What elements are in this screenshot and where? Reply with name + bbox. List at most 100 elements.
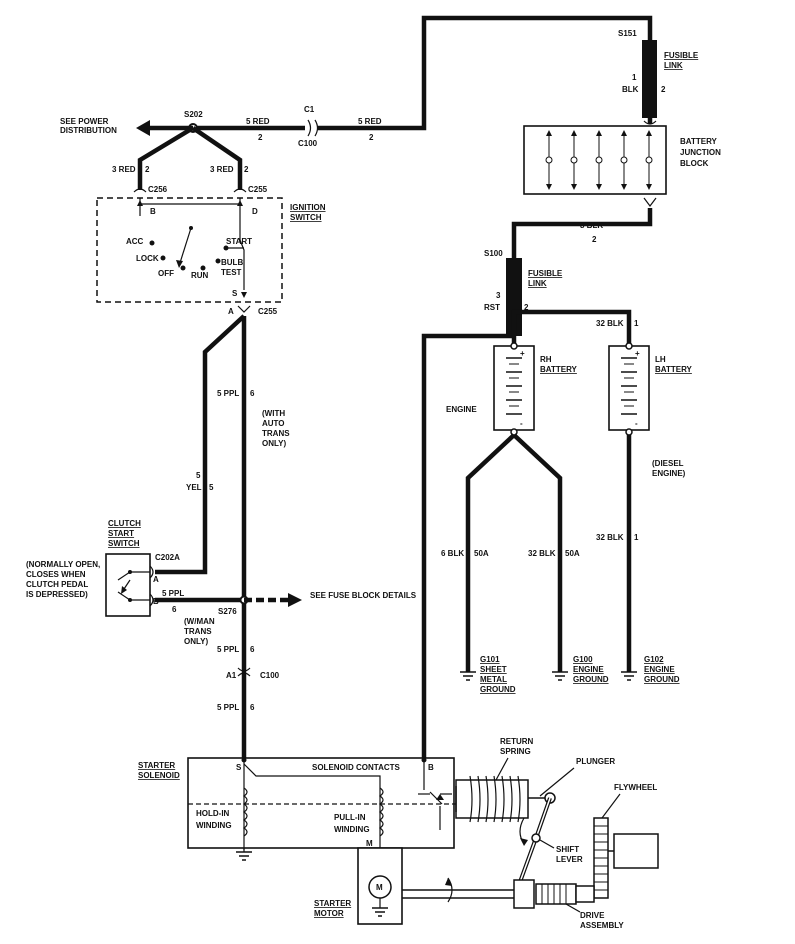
ign-left-circuit: 2 [145, 165, 150, 174]
s276-label: S276 [218, 607, 237, 616]
clutch-title-3: SWITCH [108, 539, 140, 548]
s151-label: S151 [618, 29, 637, 38]
g6blk-circuit: 50A [474, 549, 489, 558]
ign-right-gauge: 3 RED [210, 165, 234, 174]
rh-minus: - [520, 419, 523, 428]
glh-circuit: 1 [634, 533, 639, 542]
g100-3: GROUND [573, 675, 609, 684]
g101-3: METAL [480, 675, 507, 684]
solenoid-contacts-label: SOLENOID CONTACTS [312, 763, 401, 772]
ign-left-gauge: 3 RED [112, 165, 136, 174]
lh-minus: - [635, 419, 638, 428]
fuse-arrow-label: SEE FUSE BLOCK DETAILS [310, 591, 417, 600]
wire-top-right-gauge: 5 RED [358, 117, 382, 126]
clutch-term-a: A [153, 575, 159, 584]
wire-8blk-gauge: 8 BLK [580, 221, 603, 230]
clutch-title-2: START [108, 529, 134, 538]
ign-pos-off: OFF [158, 269, 174, 278]
s100-label: S100 [484, 249, 503, 258]
ground-wires: 6 BLK 50A 32 BLK 50A 32 BLK 1 G101 SHEET… [441, 433, 680, 694]
ign-title-2: SWITCH [290, 213, 322, 222]
splice-s202: S202 SEE POWER DISTRIBUTION [60, 110, 203, 136]
g100-1: G100 [573, 655, 593, 664]
auto-note-1: (WITH [262, 409, 285, 418]
s202-label: S202 [184, 110, 203, 119]
ign-pos-start: START [226, 237, 252, 246]
ppl-upper-circuit: 6 [250, 389, 255, 398]
connector-c100: C100 [260, 671, 280, 680]
wire-top-left-gauge: 5 RED [246, 117, 270, 126]
drive-assembly-1: DRIVE [580, 911, 605, 920]
c1-connector-symbol [307, 119, 319, 137]
top-wire-labels: 5 RED 2 C1 C100 5 RED 2 [246, 105, 382, 148]
fl-mid-label-1: FUSIBLE [528, 269, 563, 278]
clutch-term-b: B [153, 597, 159, 606]
clutch-note-2: CLOSES WHEN [26, 570, 86, 579]
flywheel-label: FLYWHEEL [614, 783, 657, 792]
shift-lever: SHIFT LEVER [518, 797, 583, 883]
battery-junction-block: BATTERY JUNCTION BLOCK [523, 120, 721, 207]
rh-plus: + [520, 349, 525, 358]
ign-term-d: D [252, 207, 258, 216]
motor-symbol: M [376, 883, 383, 892]
jblock-label-1: BATTERY [680, 137, 718, 146]
fl-top-circuit: 2 [661, 85, 666, 94]
ignition-switch: IGNITION SWITCH B D S ACC LOCK OFF RUN S… [96, 197, 326, 316]
ign-pos-test: TEST [221, 268, 242, 277]
ppl-mid-circuit: 6 [250, 645, 255, 654]
ign-pos-acc: ACC [126, 237, 144, 246]
engine-label: ENGINE [446, 405, 477, 414]
wire-5yel [155, 314, 246, 575]
rh-label-1: RH [540, 355, 552, 364]
starter-solenoid: STARTER SOLENOID SOLENOID CONTACTS S B M… [138, 757, 460, 861]
pull-in-2: WINDING [334, 825, 370, 834]
ign-left-connector: C256 [148, 185, 168, 194]
auto-note-2: AUTO [262, 419, 285, 428]
solenoid-label-1: STARTER [138, 761, 175, 770]
hold-in-2: WINDING [196, 821, 232, 830]
fl-mid-pin: 3 [496, 291, 501, 300]
ign-bottom-term: A [228, 307, 234, 316]
lh-label-1: LH [655, 355, 666, 364]
ppl-mid-gauge: 5 PPL [217, 645, 239, 654]
g102-1: G102 [644, 655, 664, 664]
ign-right-circuit: 2 [244, 165, 249, 174]
g32blk-circuit: 50A [565, 549, 580, 558]
diesel-note-1: (DIESEL [652, 459, 684, 468]
term-b: B [428, 763, 434, 772]
connector-c1: C1 [304, 105, 315, 114]
fl-top-label-1: FUSIBLE [664, 51, 699, 60]
plunger-label: PLUNGER [576, 757, 615, 766]
fl-top-label-2: LINK [664, 61, 683, 70]
glh-gauge: 32 BLK [596, 533, 624, 542]
plunger-assembly: RETURN SPRING PLUNGER [455, 737, 615, 823]
wire-8blk-circuit: 2 [592, 235, 597, 244]
starter-motor: M STARTER MOTOR [314, 847, 514, 925]
clutch-note-3: CLUTCH PEDAL [26, 580, 88, 589]
yel-size: 5 [196, 471, 201, 480]
lh-battery: + - LH BATTERY 32 BLK 1 (DIESEL ENGINE) [596, 319, 693, 478]
jblock-label-3: BLOCK [680, 159, 709, 168]
auto-note-3: TRANS [262, 429, 290, 438]
g101-4: GROUND [480, 685, 516, 694]
wire-8blk-labels: 8 BLK 2 S100 FUSIBLE LINK 3 RST 2 [484, 221, 603, 312]
motor-label-2: MOTOR [314, 909, 344, 918]
ppl-low-circuit: 6 [250, 703, 255, 712]
lh-feed-gauge: 32 BLK [596, 319, 624, 328]
fusible-link-mid [506, 258, 522, 336]
return-spring-2: SPRING [500, 747, 531, 756]
yel-circuit: 5 [209, 483, 214, 492]
connector-a1: A1 [226, 671, 237, 680]
shift-lever-1: SHIFT [556, 845, 579, 854]
g102-3: GROUND [644, 675, 680, 684]
motor-label-1: STARTER [314, 899, 351, 908]
term-m: M [366, 839, 373, 848]
power-dist-label-1: SEE POWER [60, 117, 109, 126]
ign-bottom-connector: C255 [258, 307, 278, 316]
fl-top-pin: 1 [632, 73, 637, 82]
g101-1: G101 [480, 655, 500, 664]
fusible-link-top [642, 40, 657, 118]
wire-battery-to-starter [421, 333, 514, 760]
rh-battery: + - RH BATTERY ENGINE [446, 342, 578, 436]
start-circuit-wires [155, 314, 302, 760]
